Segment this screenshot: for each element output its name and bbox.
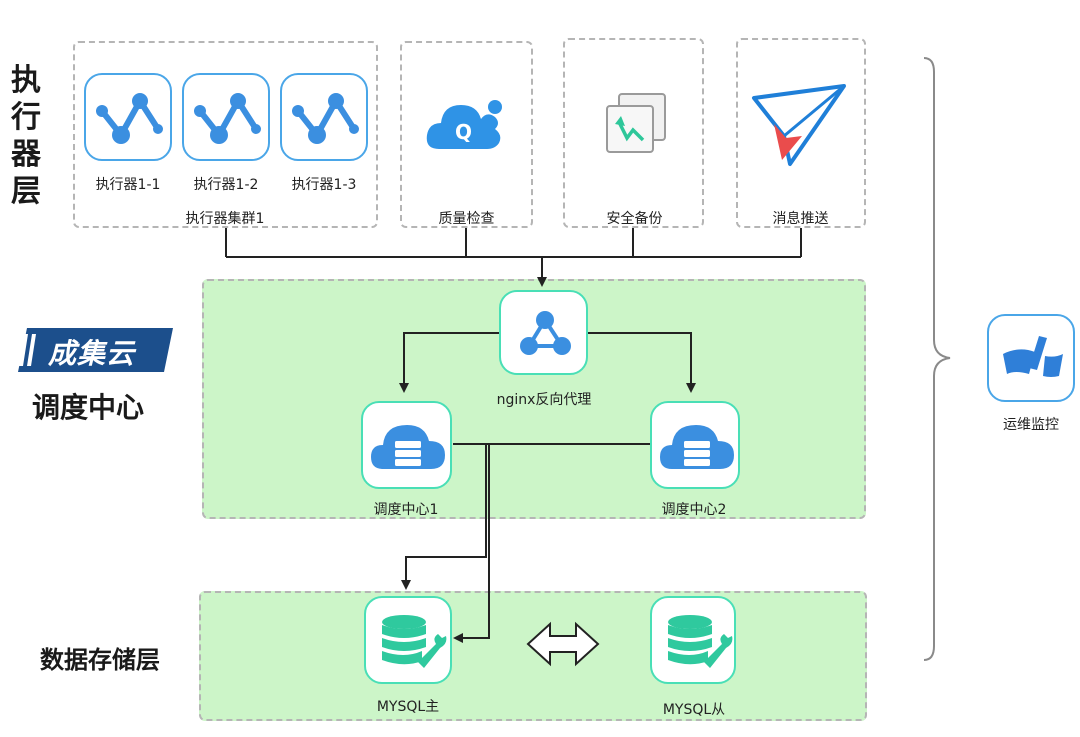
ops-monitor-tile — [987, 314, 1075, 402]
paper-plane-icon — [752, 84, 846, 166]
scheduler-center-1-tile — [361, 401, 452, 489]
mysql-slave-tile — [650, 596, 736, 684]
executor-label: 执行器1-3 — [291, 177, 357, 193]
mysql-master-tile — [364, 596, 452, 684]
executor-tile — [182, 73, 270, 161]
to-mysql-master-arrow-a — [453, 444, 490, 643]
security-backup-box — [563, 38, 704, 228]
executor-label: 执行器1-1 — [95, 177, 161, 193]
scheduler-layer-label: 调度中心 — [32, 391, 145, 424]
cloud-q-icon: Q — [426, 100, 502, 149]
storage-zone — [199, 591, 867, 721]
proxy-to-center1-arrow — [399, 332, 500, 393]
storage-layer-label: 数据存储层 — [40, 646, 160, 674]
executor-layer-label: 执行器层 — [11, 63, 41, 209]
database-wrench-icon — [382, 615, 447, 668]
cloud-server-icon — [371, 425, 445, 469]
scheduler-center-2-tile — [650, 401, 740, 489]
executor-node-icon — [194, 93, 261, 144]
executor-label: 执行器1-2 — [193, 177, 259, 193]
executor-tile — [280, 73, 368, 161]
executor-node-icon — [292, 93, 359, 144]
executor-cluster-box — [73, 41, 378, 228]
to-mysql-master-arrow-b — [401, 444, 487, 590]
executor-cluster-label: 执行器集群1 — [185, 211, 265, 227]
database-wrench-icon — [668, 615, 733, 668]
brand-logo-text: 成集云 — [48, 337, 136, 370]
proxy-to-center2-arrow — [586, 332, 696, 393]
scheduler-center-2-label: 调度中心2 — [661, 502, 727, 518]
security-backup-label: 安全备份 — [606, 211, 663, 227]
mysql-slave-label: MYSQL从 — [662, 702, 726, 718]
quality-check-label: 质量检查 — [438, 211, 495, 227]
ops-monitor-label: 运维监控 — [1003, 417, 1059, 433]
gauge-icon — [1003, 336, 1063, 377]
security-backup-icon — [605, 92, 667, 154]
brand-logo-shape — [18, 328, 173, 372]
monitor-brace — [923, 57, 951, 661]
executor-tile — [84, 73, 172, 161]
scheduler-center-1-label: 调度中心1 — [373, 502, 439, 518]
cloud-server-icon — [660, 425, 734, 469]
svg-text:Q: Q — [455, 120, 472, 144]
backup-copy-icon — [606, 93, 666, 153]
nginx-proxy-tile — [499, 290, 588, 375]
nginx-proxy-label: nginx反向代理 — [496, 392, 592, 408]
quality-check-box — [400, 41, 533, 228]
message-push-icon — [752, 84, 846, 166]
quality-check-icon: Q — [425, 95, 503, 155]
executor-node-icon — [96, 93, 163, 144]
network-triangle-icon — [520, 311, 571, 355]
replication-arrow — [526, 621, 600, 667]
message-push-box — [736, 38, 866, 228]
message-push-label: 消息推送 — [772, 211, 829, 227]
brand-logo: 成集云 — [18, 328, 173, 372]
mysql-master-label: MYSQL主 — [376, 699, 440, 715]
